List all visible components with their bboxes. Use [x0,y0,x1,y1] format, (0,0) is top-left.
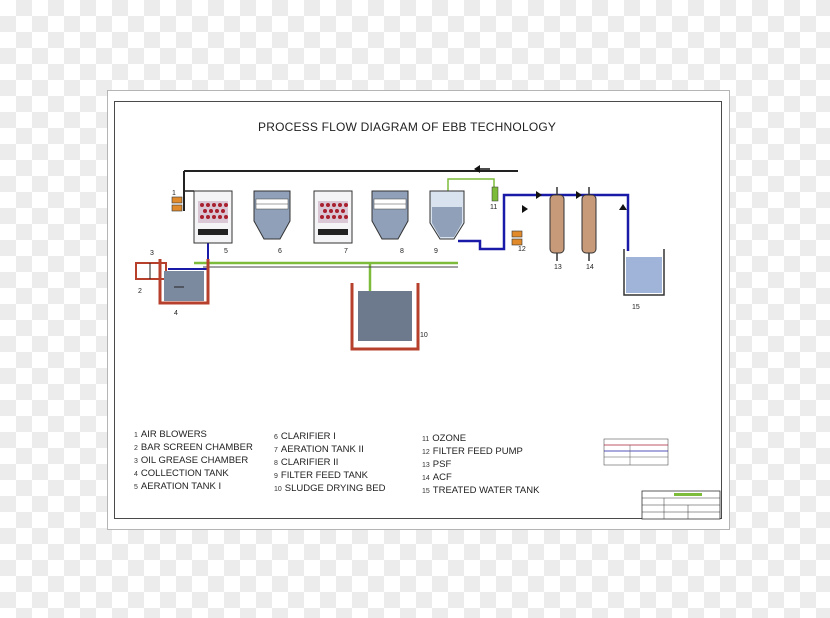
node-label: 15 [632,304,640,311]
revision-table [603,438,669,466]
drawing-frame [114,101,722,519]
pump-icon [511,230,523,238]
clarifier-2 [371,190,409,240]
tank-water [164,271,204,301]
flow-arrows [474,165,627,213]
node-label: 14 [586,264,594,271]
drawing-sheet: PROCESS FLOW DIAGRAM OF EBB TECHNOLOGY [107,90,730,530]
flow-arrow [536,191,542,199]
node-label: 11 [490,204,497,211]
tank-water [626,257,662,293]
diffuser [198,229,228,235]
flow-arrow [576,191,582,199]
node-label: 6 [278,248,282,255]
flow-arrow [522,205,528,213]
aeration-tank-1 [193,190,233,244]
pressure-sand-filter [549,187,565,261]
title-block [641,490,721,520]
tank-brick-wall [623,249,665,296]
ozone-generator [491,186,499,202]
filter-vessel [549,194,565,254]
node-label: 10 [420,332,428,339]
bed-brick-wall [350,283,420,351]
node-label: 1 [172,190,176,197]
transfer-pipe [458,193,514,251]
filter-feed-pump [511,230,523,246]
activated-carbon-filter [581,187,597,261]
bed-sludge [358,291,412,341]
node-label: 7 [344,248,348,255]
filter-pipe [514,193,630,251]
sludge-drying-bed [350,283,420,351]
diagram-title: PROCESS FLOW DIAGRAM OF EBB TECHNOLOGY [258,120,557,134]
air-blowers [171,196,183,212]
clarifier-body [371,190,409,240]
blower-icon [171,196,183,204]
node-label: 4 [174,310,178,317]
ozone-unit [491,186,499,202]
node-label: 8 [400,248,404,255]
node-label: 5 [224,248,228,255]
node-label: 3 [150,250,154,257]
filter-feed-tank [429,190,465,240]
treated-water-tank [623,249,665,296]
clarifier-1 [253,190,291,240]
pump-icon [511,238,523,246]
clarifier-body [253,190,291,240]
collection-tank [158,259,210,305]
node-label: 13 [554,264,562,271]
node-label: 2 [138,288,142,295]
process-flow-diagram: 1 2 3 4 5 6 7 8 9 10 11 12 13 14 15 [135,165,721,520]
flow-arrow [474,165,480,173]
blower-icon [171,204,183,212]
tank-brick-wall [158,259,210,305]
filter-vessel [581,194,597,254]
tank-water [432,207,462,237]
node-label: 9 [434,248,438,255]
flow-arrow [619,204,627,210]
node-label: 12 [518,246,526,253]
diffuser [318,229,348,235]
aeration-tank-2 [313,190,353,244]
